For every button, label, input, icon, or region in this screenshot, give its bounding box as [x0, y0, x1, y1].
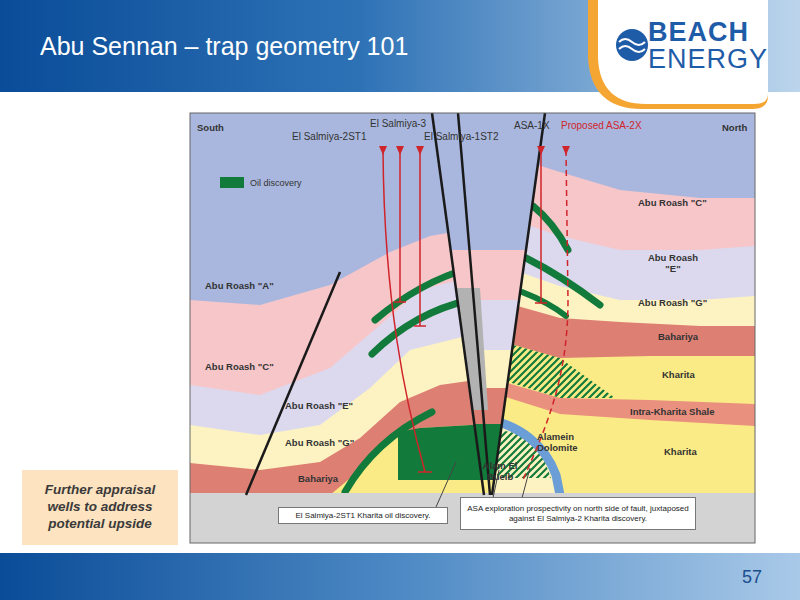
- logo-icon: [616, 29, 648, 61]
- well-path: [414, 150, 426, 326]
- formation-label: Abu Roash "A": [205, 280, 274, 291]
- oil-prospect-hatch: [496, 340, 615, 398]
- abu-roash-g-layer: [190, 330, 490, 495]
- well-path: [383, 150, 425, 472]
- formation-label: Intra-Kharita Shale: [630, 406, 714, 417]
- oil-streak: [533, 206, 568, 250]
- abu-roash-e-layer: [190, 272, 490, 495]
- north-block: [490, 113, 755, 495]
- intra-kharita-shale-layer: [490, 378, 755, 495]
- oil-streak: [372, 300, 470, 354]
- legend-swatch: [220, 177, 244, 188]
- slide-title: Abu Sennan – trap geometry 101: [40, 32, 408, 61]
- formation-label: Abu Roash "E": [644, 252, 702, 275]
- well-td: [418, 471, 432, 473]
- leader-line: [436, 462, 456, 507]
- fault-line: [458, 113, 490, 495]
- well-name: El Salmiya-3: [370, 118, 426, 130]
- logo-waves: [619, 39, 645, 52]
- note-box: Further appraisal wells to address poten…: [22, 470, 178, 545]
- fault-line: [246, 272, 340, 495]
- formation-label: Bahariya: [298, 473, 338, 484]
- formation-label: Bahariya: [658, 331, 698, 342]
- callout-box: El Salmiya-2ST1 Kharita oil discovery.: [278, 507, 448, 524]
- abu-roash-c-layer: [490, 150, 755, 495]
- formation-label: Abu Roash "G": [638, 297, 707, 308]
- basement: [190, 493, 755, 543]
- abu-roash-c-layer: [190, 226, 490, 495]
- formation-label: Alam El Bueib: [478, 460, 522, 483]
- box-text: ASA exploration prospectivity on north s…: [465, 504, 691, 524]
- well-name: El Salmiya-2ST1: [292, 131, 366, 143]
- formation-label: Alamein Dolomite: [537, 431, 587, 454]
- box-text: Further appraisal wells to address poten…: [30, 482, 170, 533]
- kharita-layer: [330, 424, 490, 495]
- abu-roash-e-layer: [490, 212, 755, 495]
- well-name: El Salmiya-1ST2: [424, 131, 498, 143]
- kharita-layer: [490, 338, 755, 495]
- callout-box: ASA exploration prospectivity on north s…: [460, 497, 696, 530]
- direction-label: South: [197, 122, 224, 133]
- abu-roash-g-layer: [490, 262, 755, 495]
- formation-label: Abu Roash "C": [205, 361, 274, 372]
- logo-word: ENERGY: [648, 43, 768, 75]
- oil-streak: [522, 292, 566, 316]
- footer-band: [0, 553, 800, 600]
- formation-label: Abu Roash "E": [285, 400, 353, 411]
- section-frame: [190, 113, 755, 543]
- logo-accent: [588, 0, 768, 109]
- logo-word: BEACH: [648, 16, 749, 48]
- page-number: 57: [742, 567, 762, 589]
- legend-text: Oil discovery: [250, 178, 302, 188]
- abu-roash-a-layer: [490, 113, 755, 495]
- formation-label: Abu Roash "C": [638, 197, 707, 208]
- formation-label: Kharita: [662, 369, 695, 380]
- bahariya-layer: [190, 378, 490, 495]
- well-arrowhead: [379, 146, 570, 155]
- fault-line: [432, 113, 484, 495]
- box-text: El Salmiya-2ST1 Kharita oil discovery.: [283, 511, 443, 521]
- fault-gouge: [455, 288, 488, 410]
- well-path: [394, 150, 406, 302]
- direction-label: North: [722, 122, 747, 133]
- formation-label: Abu Roash "G": [285, 437, 354, 448]
- well-path: [535, 150, 547, 303]
- logo-panel: [598, 0, 768, 104]
- kharita-layer: [490, 392, 755, 495]
- well-name: Proposed ASA-2X: [561, 120, 642, 132]
- well-name: ASA-1X: [514, 120, 550, 132]
- legend-item: Oil discovery: [220, 177, 302, 188]
- formation-label: Kharita: [664, 446, 697, 457]
